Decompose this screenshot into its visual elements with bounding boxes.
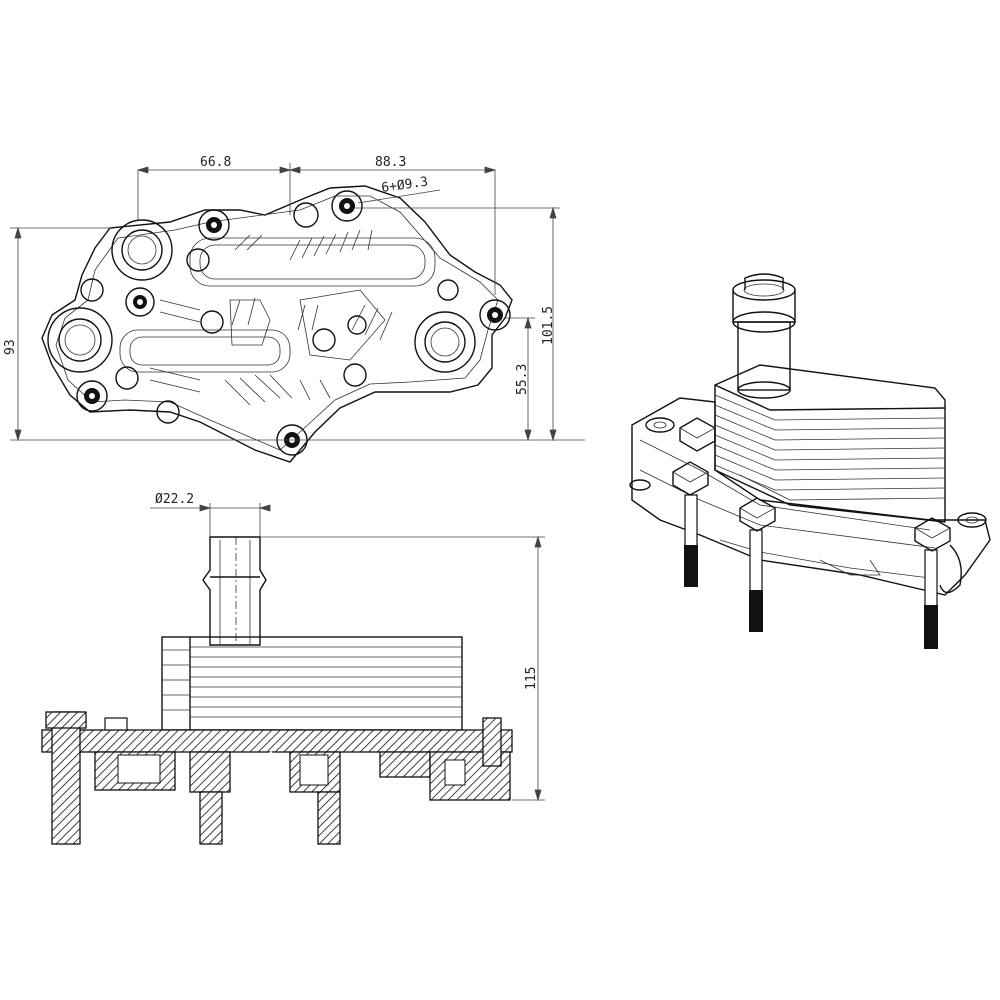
bolt-hole: [125, 287, 155, 317]
dimension-lines: [150, 503, 545, 802]
pipe-fitting: [202, 536, 267, 646]
dim-55-3: 55.3: [515, 364, 530, 395]
bolt: [317, 791, 341, 845]
dim-pipe-diameter: Ø22.2: [155, 492, 194, 507]
mounting-boss: [414, 311, 476, 373]
cooler-stack: [161, 636, 463, 731]
bolt: [482, 717, 502, 767]
base-plate-section: [41, 717, 513, 801]
dim-101-5: 101.5: [541, 306, 556, 345]
bolt-hole: [479, 299, 511, 331]
iso-cooler-stack: [714, 364, 946, 523]
port-holes: [80, 202, 459, 424]
bolt-hole: [198, 209, 230, 241]
dim-115: 115: [524, 667, 539, 690]
dim-88-3: 88.3: [375, 155, 406, 170]
bolt-hole: [331, 190, 363, 222]
dim-93: 93: [3, 339, 18, 355]
mounting-boss: [111, 219, 173, 281]
mounting-boss: [47, 307, 113, 373]
dim-66-8: 66.8: [200, 155, 231, 170]
dimension-lines: [10, 163, 585, 442]
iso-bolt-head: [679, 417, 716, 452]
section-view: Ø22.2 115: [41, 492, 545, 845]
bolt: [45, 711, 87, 845]
isometric-view: [629, 273, 991, 649]
top-view-outline: [41, 185, 513, 463]
iso-bolt: [672, 461, 709, 587]
iso-bolt: [739, 497, 776, 632]
bolt-hole: [76, 380, 108, 412]
bolt: [199, 791, 223, 845]
top-view: 66.8 88.3 6+Ø9.3 93 101.5 55.3: [3, 155, 585, 463]
iso-washers: [629, 417, 987, 528]
iso-pipe: [732, 273, 796, 399]
dim-holes: 6+Ø9.3: [380, 175, 429, 196]
iso-bolt: [914, 517, 951, 649]
